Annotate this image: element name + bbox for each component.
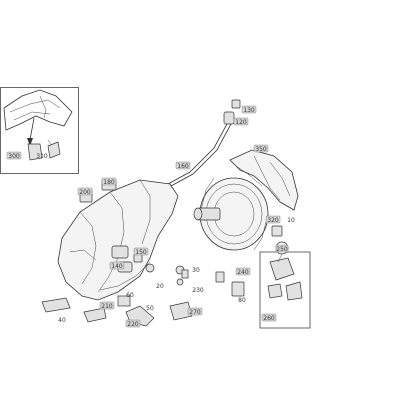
callout-150: 150 (133, 247, 149, 256)
callout-labels: 300 310 130 120 350 160 180 200 (6, 105, 295, 328)
callout-350: 350 (253, 144, 269, 153)
callout-200: 200 (77, 187, 93, 196)
callout-180: 180 (101, 177, 117, 186)
svg-text:50: 50 (146, 305, 154, 312)
callout-120: 120 (233, 117, 249, 126)
callout-160: 160 (175, 161, 191, 170)
callout-60: 60 (126, 292, 134, 299)
svg-text:130: 130 (243, 107, 255, 114)
svg-text:240: 240 (237, 269, 249, 276)
svg-text:260: 260 (263, 315, 275, 322)
svg-text:250: 250 (276, 246, 288, 253)
callout-300: 300 (6, 151, 22, 160)
transmission-housing (57, 179, 179, 301)
callout-130: 130 (241, 105, 257, 114)
svg-text:300: 300 (8, 153, 20, 160)
svg-text:60: 60 (126, 292, 134, 299)
svg-text:310: 310 (36, 153, 48, 160)
callout-30: 30 (192, 267, 200, 274)
svg-text:350: 350 (255, 146, 267, 153)
torque-converter (193, 177, 269, 251)
callout-270: 270 (187, 307, 203, 316)
svg-text:230: 230 (192, 287, 204, 294)
callout-20: 20 (156, 283, 164, 290)
callout-140: 140 (109, 261, 125, 270)
svg-text:10: 10 (287, 217, 295, 224)
svg-text:20: 20 (156, 283, 164, 290)
svg-text:160: 160 (177, 163, 189, 170)
svg-text:150: 150 (135, 249, 147, 256)
callout-210: 210 (99, 301, 115, 310)
callout-260: 260 (261, 313, 277, 322)
svg-text:40: 40 (58, 317, 66, 324)
svg-text:220: 220 (127, 321, 139, 328)
svg-text:80: 80 (238, 297, 246, 304)
callout-220: 220 (125, 319, 141, 328)
svg-text:140: 140 (111, 263, 123, 270)
svg-text:200: 200 (79, 189, 91, 196)
callout-50: 50 (146, 305, 154, 312)
callout-230: 230 (192, 287, 204, 294)
callout-10: 10 (287, 217, 295, 224)
callout-240: 240 (235, 267, 251, 276)
callout-40: 40 (58, 317, 66, 324)
svg-text:270: 270 (189, 309, 201, 316)
callout-310: 310 (36, 153, 48, 160)
svg-text:180: 180 (103, 179, 115, 186)
svg-text:120: 120 (235, 119, 247, 126)
housing-cover (229, 149, 299, 211)
inset-detail-frame (0, 87, 79, 174)
svg-text:320: 320 (267, 217, 279, 224)
svg-text:210: 210 (101, 303, 113, 310)
svg-text:30: 30 (192, 267, 200, 274)
callout-320: 320 (265, 215, 281, 224)
callout-80: 80 (238, 297, 246, 304)
callout-250: 250 (275, 241, 289, 255)
